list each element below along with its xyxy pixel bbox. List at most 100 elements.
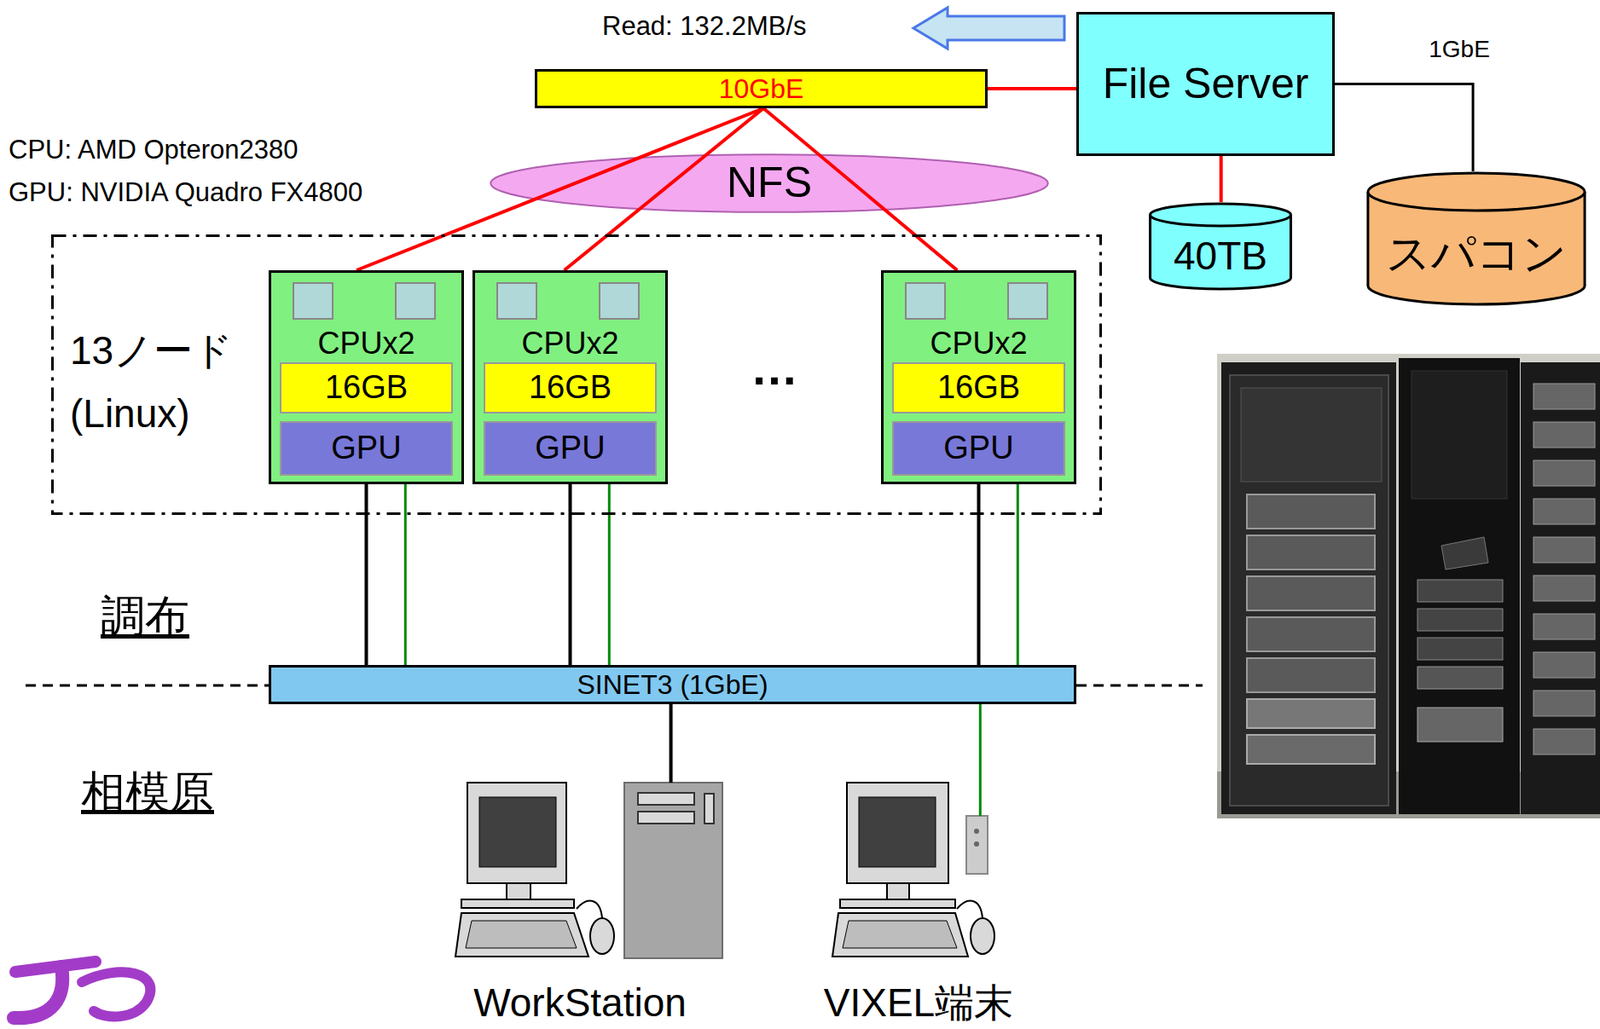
rack-photo-part (1411, 371, 1508, 499)
node-label: 16GB (937, 369, 1021, 407)
workstation-icon-part (455, 913, 589, 957)
terminal-icon-part (956, 901, 983, 919)
workstation-icon-part (461, 899, 574, 909)
cylinder-side (1366, 191, 1369, 286)
rack-photo-part (1441, 537, 1489, 570)
rack-photo-part (1417, 579, 1503, 603)
network-band: 10GbE (534, 69, 988, 109)
node-label: スパコン (1385, 228, 1567, 280)
network-link (987, 86, 1077, 91)
workstation-icon-part (479, 797, 557, 868)
terminal: VIXEL端末 (801, 782, 1036, 1028)
rack-photo-part (1533, 498, 1595, 525)
cylinder-side (1289, 214, 1293, 279)
rack-photo-part (1229, 375, 1389, 806)
rack-photo-part (1417, 637, 1503, 661)
workstation-icon-part (590, 918, 615, 955)
network-link (365, 484, 369, 666)
workstation: WorkStation (434, 782, 725, 1028)
network-link (404, 484, 407, 666)
workstation-icon-part (467, 782, 567, 884)
cpu-chip (497, 283, 537, 319)
workstation-icon-part (624, 782, 723, 959)
rack-photo-part (1240, 388, 1382, 482)
ellipsis-label: … (750, 341, 799, 396)
site-label: 調布 (100, 591, 190, 644)
site-divider-part (25, 684, 269, 688)
network-link (1334, 84, 1473, 173)
terminal-icon-part (858, 797, 936, 868)
compute-node: CPUx216GB GPU (268, 270, 464, 485)
rack-photo-part (1417, 707, 1503, 743)
cylinder-side (1583, 191, 1587, 286)
cpu-chip (293, 283, 333, 319)
network-band: SINET3 (1GbE) (268, 665, 1077, 705)
link-label: 1GbE (1426, 34, 1493, 63)
memory-box: 16GB (279, 362, 453, 414)
ellipse-outline (490, 154, 1048, 213)
node-label: GPU (534, 429, 605, 468)
gpu-box: GPU (483, 421, 657, 476)
region-outline (52, 236, 1102, 515)
supercomputer-cylinder: スパコン (1364, 171, 1589, 307)
rack-photo-part (1533, 537, 1595, 563)
protocol-ellipse: NFS (487, 152, 1051, 215)
rack-photo-part (1246, 494, 1375, 529)
cylinder-side (1148, 214, 1152, 279)
read-arrow-part (913, 7, 1065, 49)
site-label: 相模原 (81, 767, 215, 819)
site-divider-part (1076, 684, 1203, 688)
cylinder-top (1150, 203, 1292, 227)
rack-photo-part (1533, 422, 1595, 448)
rack-photo-part (1533, 383, 1595, 410)
node-label: CPUx2 (317, 325, 415, 361)
network-link (979, 704, 982, 817)
cpu-chip (599, 283, 639, 319)
region-label: 13ノード (Linux) (69, 319, 258, 446)
workstation-icon (455, 782, 723, 959)
logo-part (81, 972, 151, 1017)
node-label: GPU (943, 429, 1014, 468)
workstation-icon-part (704, 794, 714, 824)
terminal-icon-part (973, 841, 980, 847)
rack-photo-part (1533, 729, 1595, 755)
rack-photo-part (1533, 575, 1595, 602)
terminal-icon-part (832, 913, 969, 957)
network-link (1016, 484, 1020, 666)
network-link (608, 484, 611, 666)
rack-photo-part (1246, 699, 1375, 729)
rack-photo-part (1246, 658, 1375, 693)
node-label: VIXEL端末 (823, 980, 1014, 1027)
terminal-icon (832, 782, 995, 957)
terminal-icon-part (840, 899, 956, 909)
gpu-box: GPU (892, 421, 1066, 476)
compute-node: CPUx2 16GB GPU (881, 270, 1077, 485)
logo (13, 962, 151, 1019)
rack-photo-part (1533, 690, 1595, 717)
terminal-icon-part (886, 883, 910, 900)
node-label: SINET3 (1GbE) (576, 669, 768, 702)
workstation-icon-part (465, 921, 577, 949)
logo-part (13, 967, 63, 1019)
spec-label: CPU: AMD Opteron2380 (8, 134, 298, 166)
rack-photo-part (1221, 362, 1397, 815)
rack-photo-part (1246, 735, 1375, 765)
gpu-box: GPU (279, 421, 453, 476)
node-label: CPUx2 (929, 325, 1027, 361)
network-link (669, 704, 673, 783)
read-arrow (913, 7, 1065, 49)
rack-photo-part (1417, 608, 1503, 632)
file-server-box: File Server (1076, 11, 1335, 157)
node-label: NFS (726, 158, 812, 209)
cpu-chip (905, 283, 945, 319)
rack-photo-part (1217, 353, 1600, 819)
rack-photo-part (1398, 358, 1520, 815)
workstation-icon-part (506, 883, 531, 900)
workstation-icon-part (637, 811, 695, 824)
node-label: File Server (1102, 59, 1310, 110)
node-label: 16GB (528, 369, 612, 407)
network-link (977, 484, 981, 666)
workstation-icon-part (576, 901, 603, 919)
spec-label: GPU: NVIDIA Quadro FX4800 (8, 177, 363, 209)
memory-box: 16GB (483, 362, 657, 414)
